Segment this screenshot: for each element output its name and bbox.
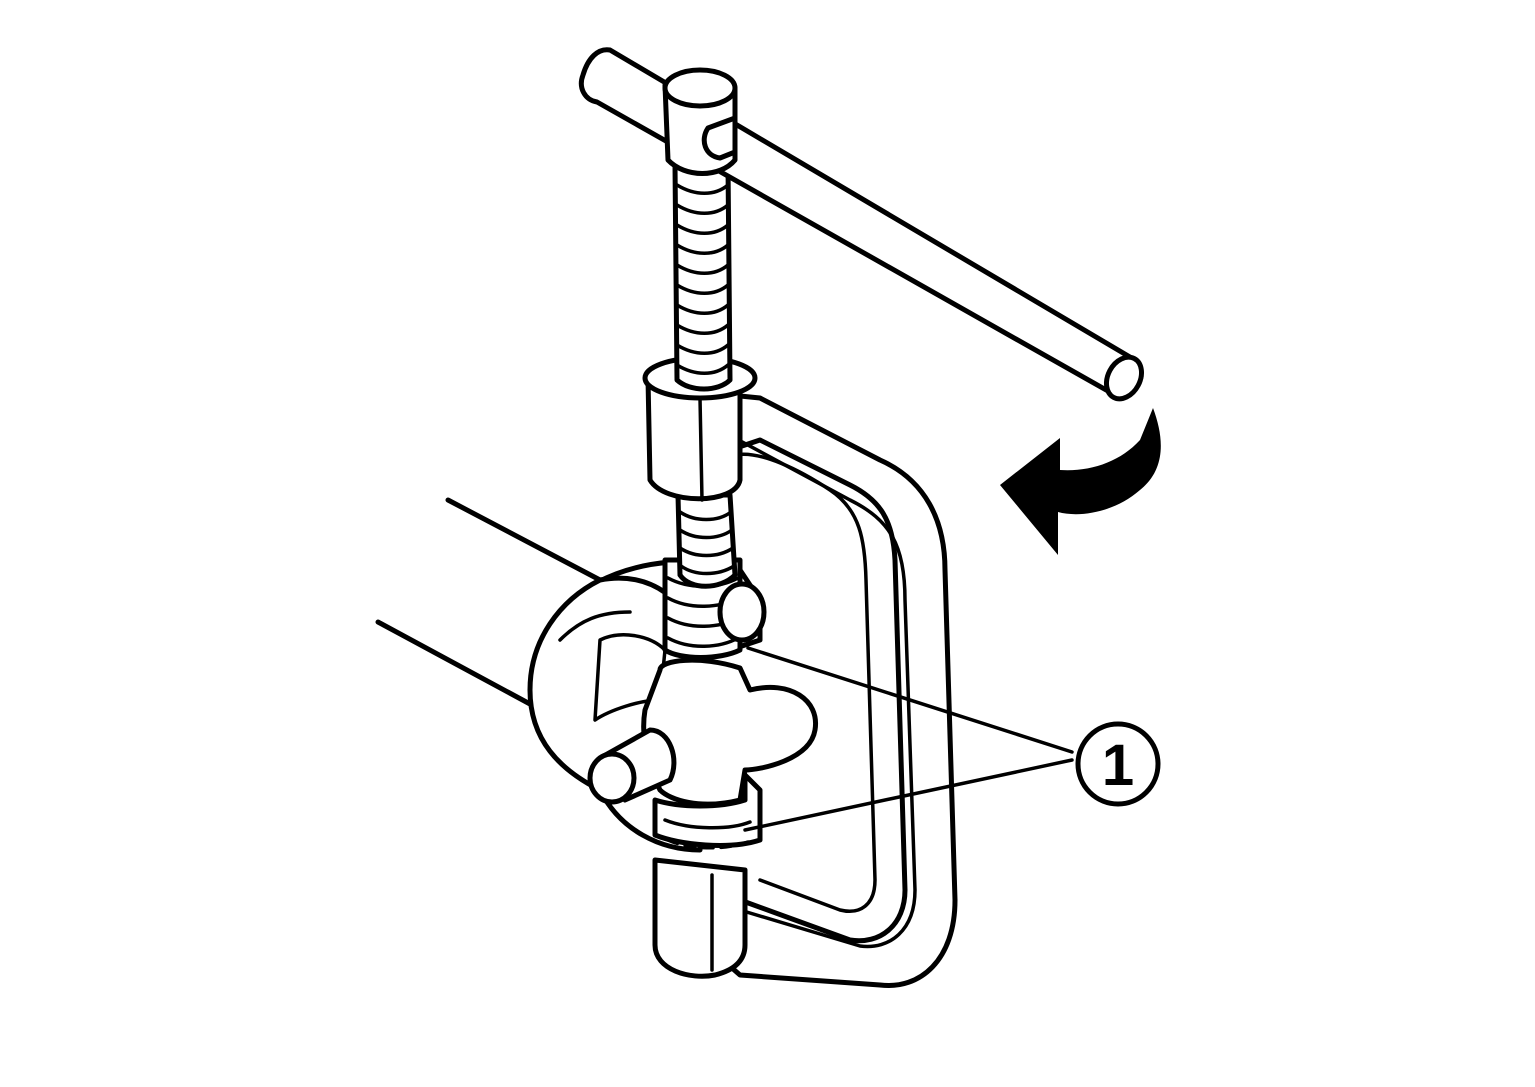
callout-1-label: 1 xyxy=(1102,733,1134,798)
rotation-arrow xyxy=(1000,408,1161,555)
callout-1: 1 xyxy=(1075,721,1161,807)
forcing-screw xyxy=(675,492,738,589)
callout-leaders xyxy=(743,646,1074,832)
screw-threads xyxy=(672,162,733,392)
t-handle-head xyxy=(662,67,738,176)
ball-joint-peg xyxy=(587,727,677,805)
lower-boss xyxy=(652,857,748,979)
